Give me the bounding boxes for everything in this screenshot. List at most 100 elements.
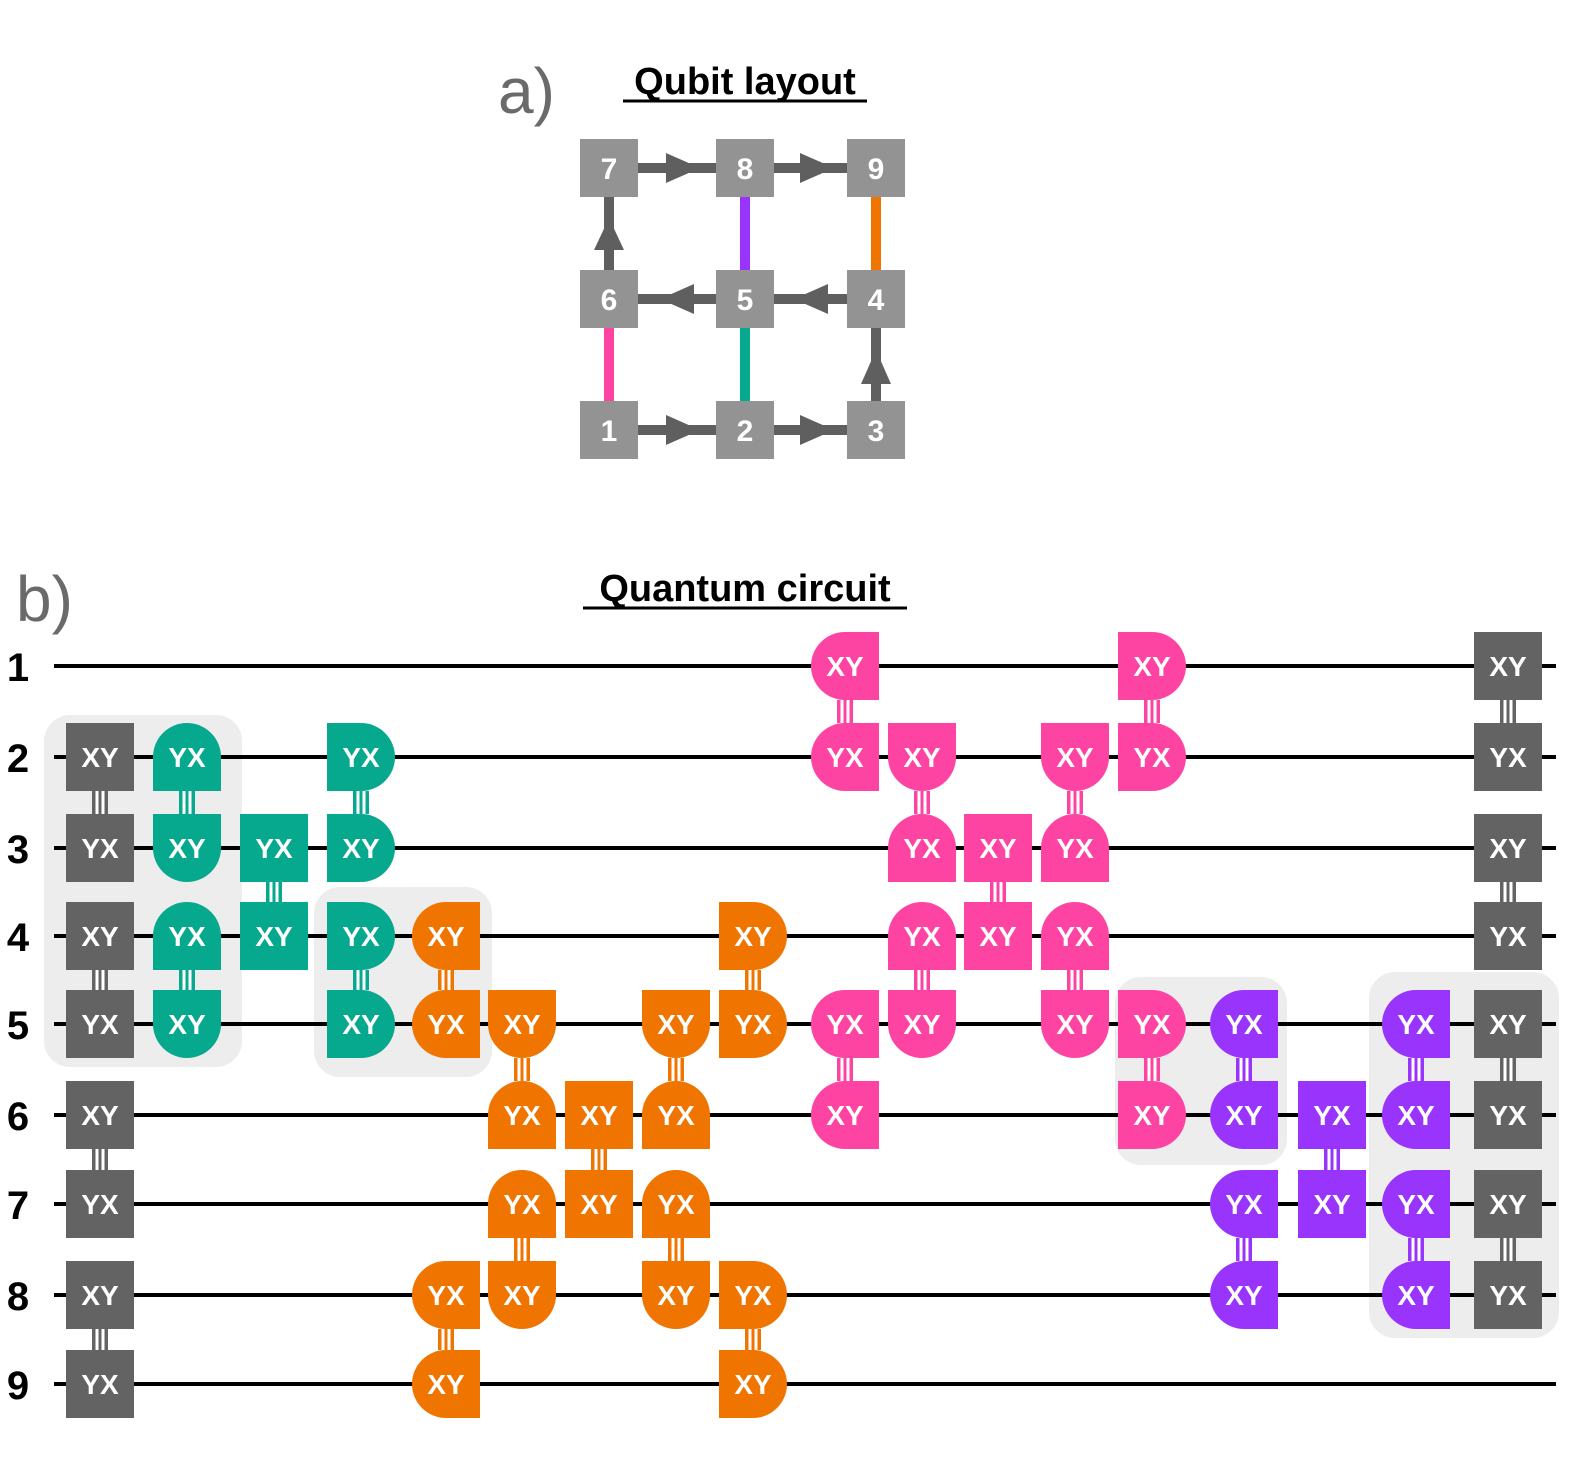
gate-connector-bg <box>92 1329 108 1350</box>
gate-xy: XY <box>66 902 134 970</box>
gate-connector-bg <box>1236 1238 1252 1261</box>
gate-yx: YX <box>1041 814 1109 882</box>
gate-connector-bg <box>1500 882 1516 902</box>
gate-body <box>811 1081 879 1149</box>
gate-yx: YX <box>1118 990 1186 1058</box>
gate-xy: XY <box>1382 1261 1450 1329</box>
gate-label: XY <box>81 921 119 952</box>
gate-body <box>327 902 395 970</box>
gate-label: YX <box>168 742 206 773</box>
gate-label: XY <box>342 833 380 864</box>
gate-label: XY <box>1489 651 1527 682</box>
gate-xy: XY <box>66 1261 134 1329</box>
wire-label: 1 <box>7 646 29 690</box>
gate-body <box>642 1170 710 1238</box>
wire-label: 9 <box>7 1364 29 1408</box>
gate-yx: YX <box>1474 1081 1542 1149</box>
gate-label: YX <box>342 921 380 952</box>
qubit-box <box>580 139 638 197</box>
qubit-box <box>580 401 638 459</box>
qubit-box <box>716 139 774 197</box>
gate-label: XY <box>903 1009 941 1040</box>
gate-yx: YX <box>719 1261 787 1329</box>
gate-body <box>412 990 480 1058</box>
gate-body <box>642 990 710 1058</box>
qubit-label: 2 <box>737 415 754 448</box>
gate-body <box>1118 990 1186 1058</box>
gate-connector-bg <box>1324 1149 1340 1170</box>
gate-xy: XY <box>488 1261 556 1329</box>
gate-body <box>719 990 787 1058</box>
gate-body <box>327 723 395 791</box>
gate-body <box>153 814 221 882</box>
gate-label: YX <box>734 1280 772 1311</box>
qubit-box <box>716 401 774 459</box>
arrow-1-2 <box>638 415 718 445</box>
gate-body <box>66 902 134 970</box>
arrow-6-7 <box>594 196 624 272</box>
qubit-label: 1 <box>601 415 618 448</box>
gate-label: XY <box>580 1100 618 1131</box>
gate-label: YX <box>81 1009 119 1040</box>
gate-label: YX <box>1489 742 1527 773</box>
gate-yx: YX <box>412 1261 480 1329</box>
gate-label: YX <box>1397 1189 1435 1220</box>
gate-label: YX <box>1225 1009 1263 1040</box>
qubit-label: 9 <box>868 153 885 186</box>
gate-body <box>153 990 221 1058</box>
gate-xy: XY <box>565 1170 633 1238</box>
gate-body <box>66 1170 134 1238</box>
gate-xy: XY <box>1474 1170 1542 1238</box>
gate-label: XY <box>255 921 293 952</box>
qubit-label: 4 <box>868 284 885 317</box>
gate-yx: YX <box>1041 902 1109 970</box>
gate-connector-bg <box>745 1329 761 1350</box>
gate-xy: XY <box>412 1350 480 1418</box>
gate-xy: XY <box>719 902 787 970</box>
gate-label: YX <box>1313 1100 1351 1131</box>
gate-connector-bg <box>1236 1058 1252 1081</box>
qubit-7: 7 <box>580 139 638 197</box>
gate-connector-bg <box>514 1058 530 1081</box>
gate-xy: XY <box>327 814 395 882</box>
arrow-3-4 <box>861 328 891 402</box>
gate-label: XY <box>503 1280 541 1311</box>
gate-xy: XY <box>888 723 956 791</box>
gate-connector-bg <box>837 700 853 723</box>
gate-label: XY <box>1133 1100 1171 1131</box>
gate-yx: YX <box>66 990 134 1058</box>
gate-connector-bg <box>837 1058 853 1081</box>
gate-connector-bg <box>745 970 761 990</box>
qubit-label: 5 <box>737 284 754 317</box>
gate-connector-bg <box>179 791 195 814</box>
gate-xy: XY <box>811 1081 879 1149</box>
gate-body <box>1298 1170 1366 1238</box>
gate-body <box>66 1081 134 1149</box>
gate-yx: YX <box>66 1350 134 1418</box>
gate-label: XY <box>826 651 864 682</box>
gate-yx: YX <box>1474 1261 1542 1329</box>
gate-label: XY <box>427 921 465 952</box>
gate-body <box>964 814 1032 882</box>
gate-yx: YX <box>1210 1170 1278 1238</box>
gate-label: XY <box>580 1189 618 1220</box>
gate-label: YX <box>826 1009 864 1040</box>
gate-yx: YX <box>1474 723 1542 791</box>
gate-xy: XY <box>1118 1081 1186 1149</box>
gate-yx: YX <box>1474 902 1542 970</box>
panel-b-label: b) <box>16 563 73 635</box>
gate-body <box>488 1170 556 1238</box>
gate-connector-bg <box>591 1149 607 1170</box>
gate-body <box>153 723 221 791</box>
gate-body <box>1298 1081 1366 1149</box>
gate-label: YX <box>657 1100 695 1131</box>
panel-a-title: Qubit layout <box>634 61 856 103</box>
gate-label: XY <box>81 1100 119 1131</box>
gate-label: YX <box>1056 833 1094 864</box>
qubit-3: 3 <box>847 401 905 459</box>
gate-connector-bg <box>514 1238 530 1261</box>
gate-label: YX <box>657 1189 695 1220</box>
gate-xy: XY <box>888 990 956 1058</box>
gate-xy: XY <box>327 990 395 1058</box>
gate-label: YX <box>255 833 293 864</box>
